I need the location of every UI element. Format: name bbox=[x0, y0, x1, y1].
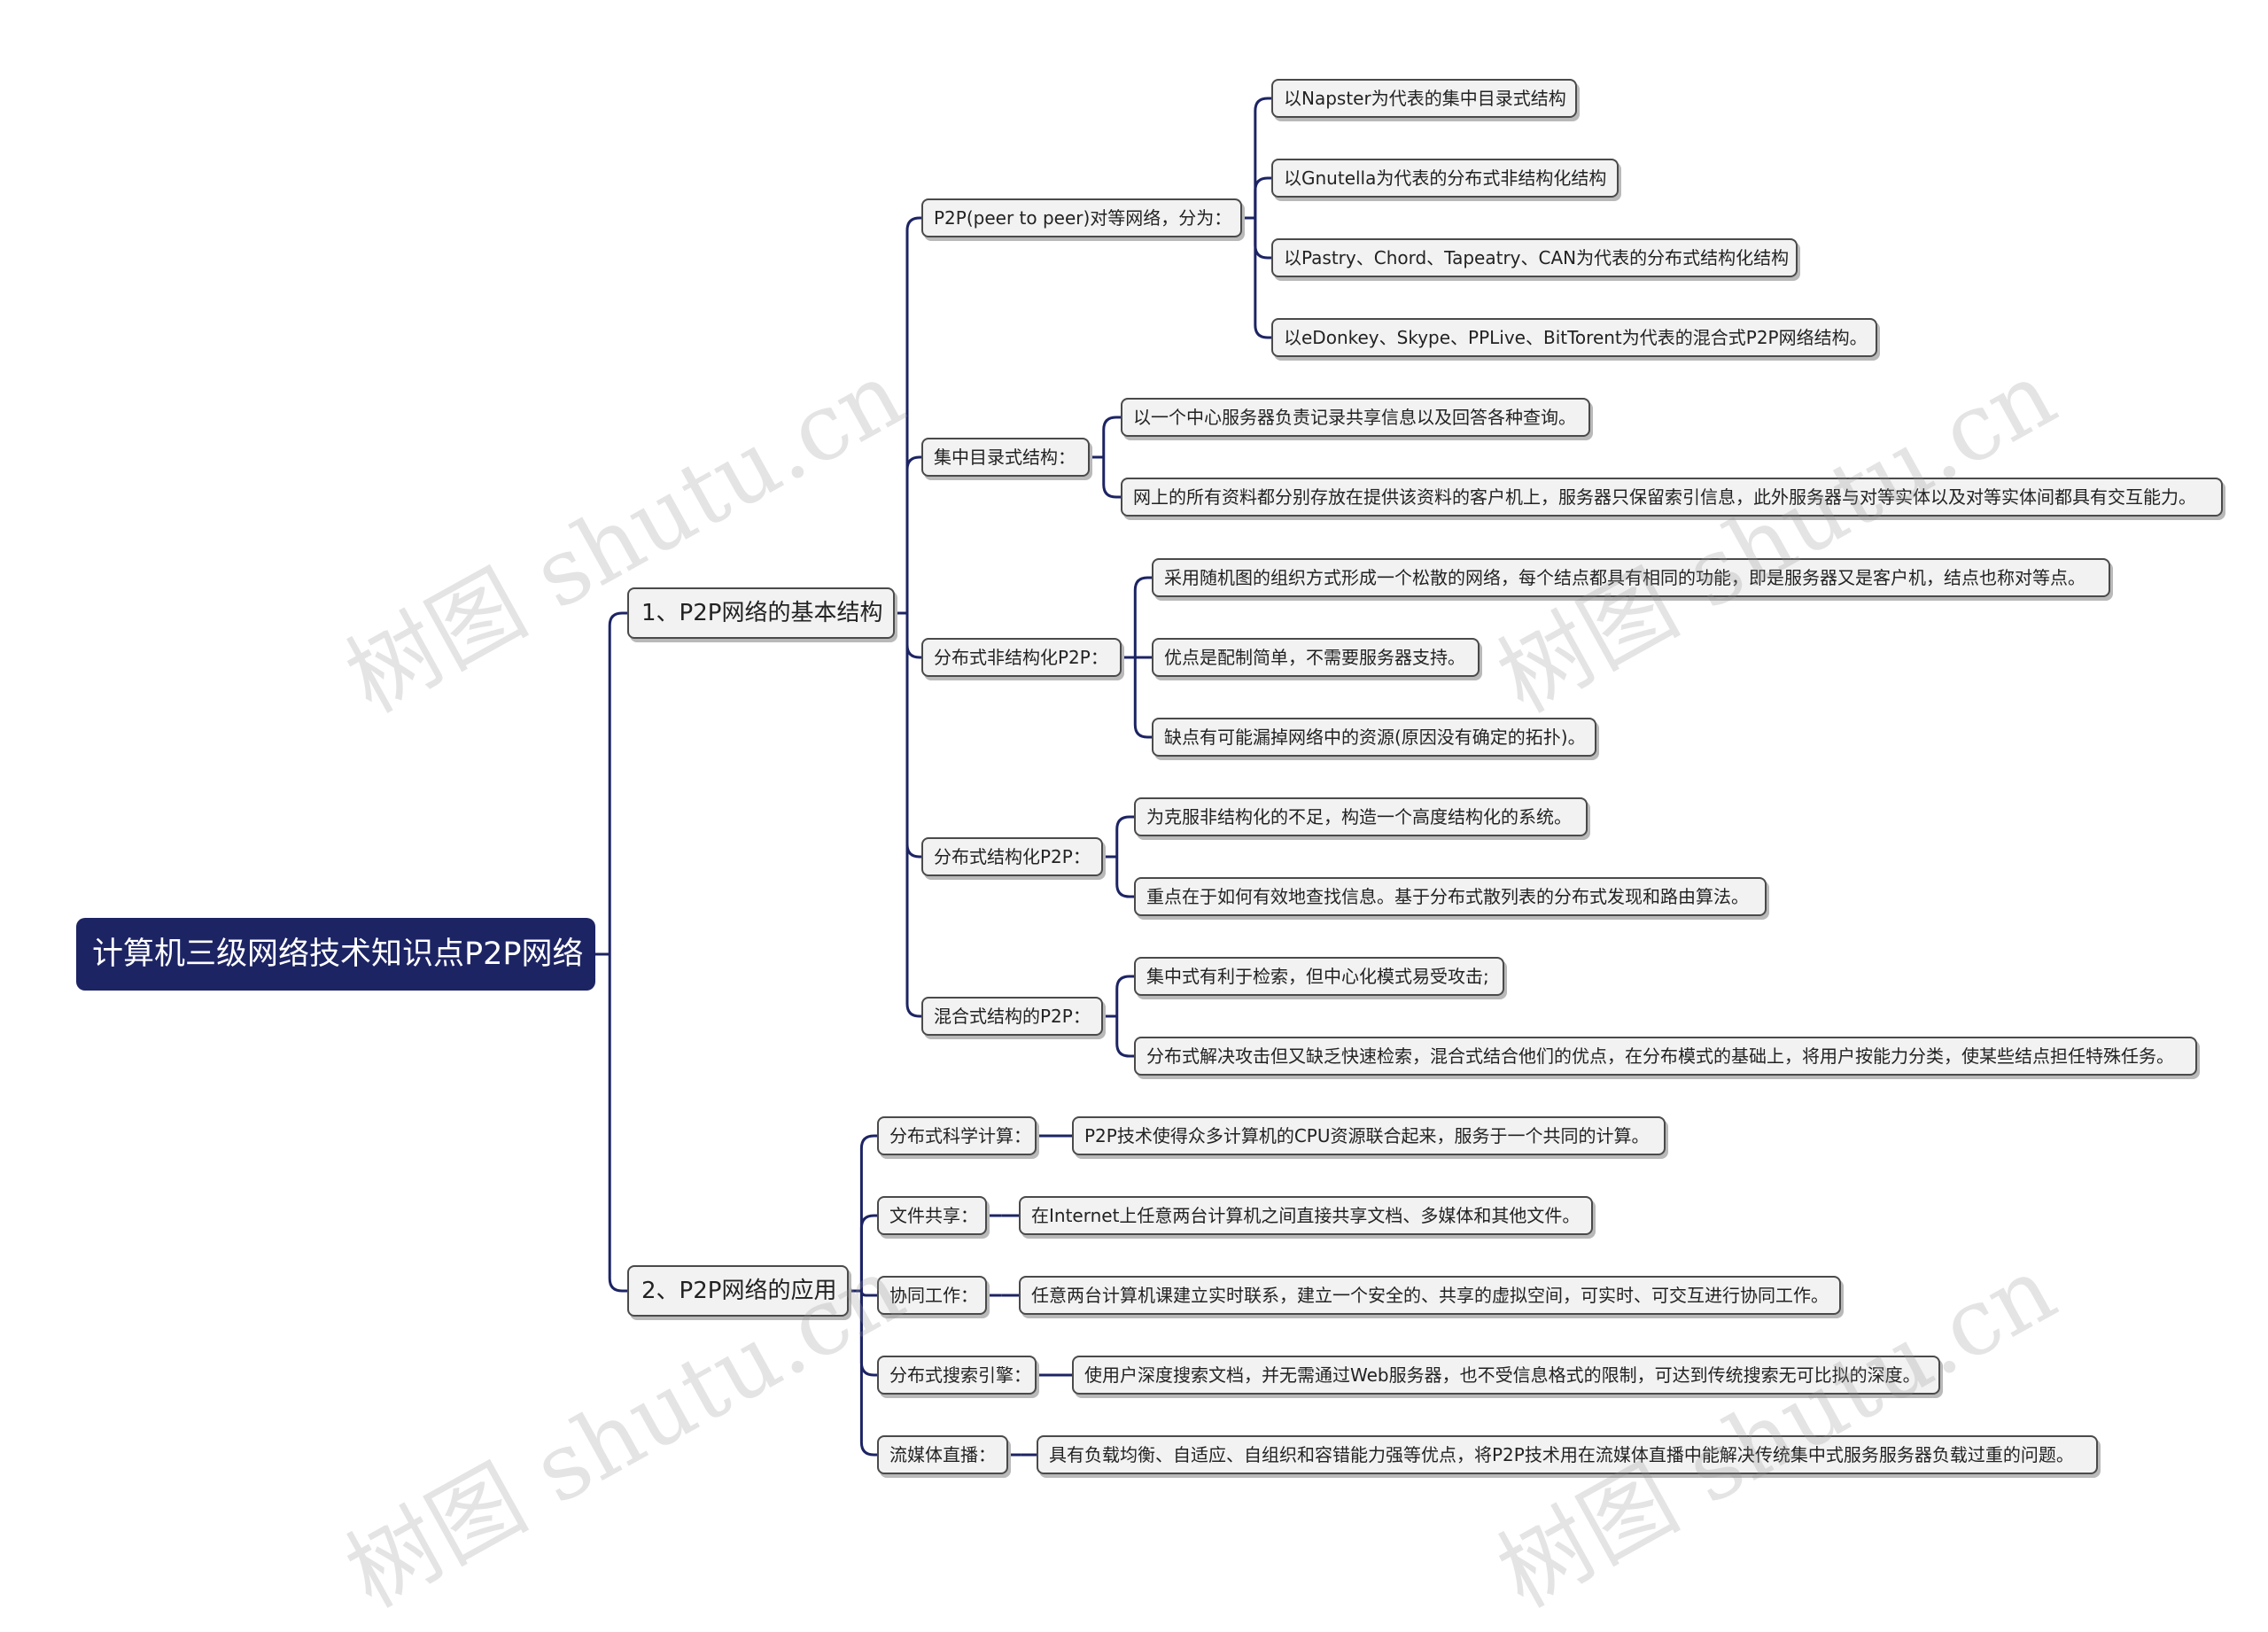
connector-line bbox=[1254, 218, 1271, 260]
leaf-napster[interactable]: 以Napster为代表的集中目录式结构 bbox=[1271, 79, 1577, 118]
connector-line bbox=[1254, 176, 1271, 218]
leaf-dht-routing[interactable]: 重点在于如何有效地查找信息。基于分布式散列表的分布式发现和路由算法。 bbox=[1134, 877, 1767, 916]
connector-line bbox=[1133, 576, 1152, 657]
leaf-hybrid-combines[interactable]: 分布式解决攻击但又缺乏快速检索，混合式结合他们的优点，在分布模式的基础上，将用户… bbox=[1134, 1037, 2197, 1076]
leaf-direct-sharing[interactable]: 在Internet上任意两台计算机之间直接共享文档、多媒体和其他文件。 bbox=[1019, 1196, 1593, 1235]
connector-line bbox=[1115, 857, 1134, 898]
leaf-pastry-chord[interactable]: 以Pastry、Chord、Tapeatry、CAN为代表的分布式结构化结构 bbox=[1271, 238, 1798, 277]
branch-applications[interactable]: 2、P2P网络的应用 bbox=[627, 1265, 849, 1317]
connector-line bbox=[1254, 218, 1271, 339]
topic-file-sharing[interactable]: 文件共享： bbox=[877, 1196, 987, 1235]
connector-line bbox=[1133, 657, 1152, 739]
leaf-edonkey-skype[interactable]: 以eDonkey、Skype、PPLive、BitTorent为代表的混合式P2… bbox=[1271, 318, 1877, 357]
topic-hybrid-p2p[interactable]: 混合式结构的P2P： bbox=[921, 997, 1103, 1036]
topic-structured-p2p[interactable]: 分布式结构化P2P： bbox=[921, 837, 1103, 876]
topic-unstructured-p2p[interactable]: 分布式非结构化P2P： bbox=[921, 638, 1122, 677]
connector-lines bbox=[595, 97, 1271, 1457]
leaf-deep-search[interactable]: 使用户深度搜索文档，并无需通过Web服务器，也不受信息格式的限制，可达到传统搜索… bbox=[1072, 1356, 1940, 1395]
topic-central-directory[interactable]: 集中目录式结构： bbox=[921, 438, 1090, 477]
topic-p2p-types[interactable]: P2P(peer to peer)对等网络，分为： bbox=[921, 198, 1242, 237]
connector-line bbox=[859, 1290, 877, 1297]
connector-line bbox=[608, 954, 627, 1293]
connector-line bbox=[905, 613, 921, 859]
connector-line bbox=[905, 455, 921, 613]
mind-map-canvas: 计算机三级网络技术知识点P2P网络 1、P2P网络的基本结构 P2P(peer … bbox=[76, 79, 2223, 1628]
connector-line bbox=[1254, 97, 1271, 218]
connector-line bbox=[1102, 416, 1121, 457]
connector-line bbox=[1102, 457, 1121, 499]
leaf-central-server[interactable]: 以一个中心服务器负责记录共享信息以及回答各种查询。 bbox=[1121, 398, 1590, 437]
connector-line bbox=[905, 613, 921, 659]
connector-line bbox=[1115, 975, 1134, 1016]
connector-line bbox=[859, 1291, 877, 1457]
connector-line bbox=[859, 1291, 877, 1377]
topic-distributed-computing[interactable]: 分布式科学计算： bbox=[877, 1116, 1037, 1155]
connector-line bbox=[859, 1134, 877, 1291]
leaf-resources-on-clients[interactable]: 网上的所有资料都分别存放在提供该资料的客户机上，服务器只保留索引信息，此外服务器… bbox=[1121, 478, 2223, 517]
connector-line bbox=[905, 613, 921, 1018]
leaf-gnutella[interactable]: 以Gnutella为代表的分布式非结构化结构 bbox=[1271, 159, 1619, 198]
topic-collaboration[interactable]: 协同工作： bbox=[877, 1276, 987, 1315]
leaf-cpu-resources[interactable]: P2P技术使得众多计算机的CPU资源联合起来，服务于一个共同的计算。 bbox=[1072, 1116, 1666, 1155]
leaf-random-graph[interactable]: 采用随机图的组织方式形成一个松散的网络，每个结点都具有相同的功能，即是服务器又是… bbox=[1152, 558, 2110, 597]
leaf-disadvantage-missing[interactable]: 缺点有可能漏掉网络中的资源(原因没有确定的拓扑)。 bbox=[1152, 718, 1596, 757]
connector-line bbox=[608, 611, 627, 954]
connector-line bbox=[905, 216, 921, 613]
leaf-centralized-search[interactable]: 集中式有利于检索，但中心化模式易受攻击; bbox=[1134, 957, 1504, 996]
leaf-streaming-load[interactable]: 具有负载均衡、自适应、自组织和容错能力强等优点，将P2P技术用在流媒体直播中能解… bbox=[1037, 1435, 2098, 1474]
leaf-overcome-unstructured[interactable]: 为克服非结构化的不足，构造一个高度结构化的系统。 bbox=[1134, 797, 1588, 836]
root-topic[interactable]: 计算机三级网络技术知识点P2P网络 bbox=[76, 918, 595, 991]
leaf-realtime-collaboration[interactable]: 任意两台计算机课建立实时联系，建立一个安全的、共享的虚拟空间，可实时、可交互进行… bbox=[1019, 1276, 1841, 1315]
connector-line bbox=[1115, 1016, 1134, 1058]
branch-basic-structure[interactable]: 1、P2P网络的基本结构 bbox=[627, 587, 895, 639]
topic-streaming[interactable]: 流媒体直播： bbox=[877, 1435, 1008, 1474]
connector-line bbox=[1115, 815, 1134, 857]
topic-distributed-search[interactable]: 分布式搜索引擎： bbox=[877, 1356, 1037, 1395]
leaf-advantage-simple[interactable]: 优点是配制简单，不需要服务器支持。 bbox=[1152, 638, 1480, 677]
connector-line bbox=[859, 1214, 877, 1291]
